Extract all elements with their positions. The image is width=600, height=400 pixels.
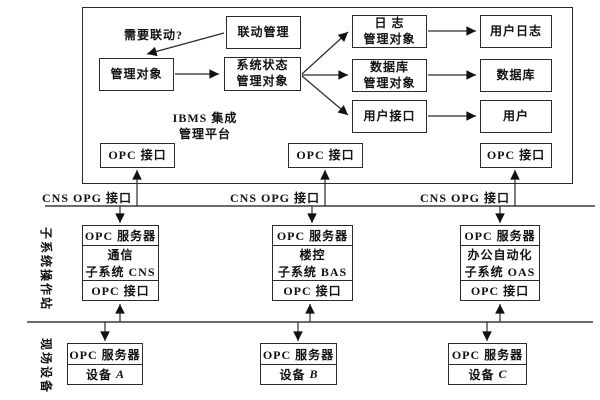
- arrow-sysstate-to-logmgr: [301, 31, 349, 75]
- system-state-managed-object-box: 系统状态 管理对象: [224, 57, 301, 91]
- cns-opg-interface-label-left: CNS OPG 接口: [41, 191, 132, 205]
- linkage-management-box: 联动管理: [226, 16, 301, 49]
- arrow-linkage-to-managed: [146, 32, 225, 57]
- arrow-sysstate-to-userif: [301, 75, 349, 116]
- cns-opg-interface-label-right: CNS OPG 接口: [419, 191, 510, 205]
- device-c-cell: 设备 C: [449, 364, 526, 384]
- ibms-platform-frame: [82, 7, 573, 184]
- opc-interface-cell: OPC 接口: [83, 280, 158, 300]
- cns-opg-interface-label-mid: CNS OPG 接口: [229, 191, 320, 205]
- field-devices-side-label: 现场设备: [39, 338, 53, 395]
- needs-linkage-question-label: 需要联动?: [124, 28, 184, 42]
- subsystem-operation-station-side-label: 子系统操作站: [39, 227, 53, 312]
- device-a-cell: 设备 A: [68, 364, 142, 384]
- subsystem-bas-stack: OPC 服务器 楼控 子系统 BAS OPC 接口: [272, 225, 353, 301]
- device-c-stack: OPC 服务器 设备 C: [448, 343, 527, 385]
- opc-interface-cell: OPC 接口: [461, 280, 539, 300]
- building-subsystem-bas-cell: 楼控 子系统 BAS: [273, 245, 352, 280]
- log-managed-object-box: 日 志 管理对象: [352, 15, 427, 48]
- platform-opc-interface-right-box: OPC 接口: [480, 143, 552, 168]
- platform-opc-interface-left-box: OPC 接口: [100, 143, 175, 168]
- subsystem-cns-stack: OPC 服务器 通信 子系统 CNS OPC 接口: [82, 225, 159, 301]
- database-box: 数据库: [480, 59, 552, 92]
- subsystem-oas-stack: OPC 服务器 办公自动化 子系统 OAS OPC 接口: [460, 225, 540, 301]
- office-automation-subsystem-oas-cell: 办公自动化 子系统 OAS: [461, 245, 539, 280]
- managed-object-box: 管理对象: [99, 58, 174, 91]
- device-b-stack: OPC 服务器 设备 B: [260, 343, 337, 385]
- opc-server-cell: OPC 服务器: [84, 229, 157, 244]
- comm-subsystem-cns-cell: 通信 子系统 CNS: [83, 245, 158, 280]
- ibms-platform-title: IBMS 集成 管理平台: [172, 111, 238, 142]
- opc-server-cell: OPC 服务器: [464, 229, 536, 244]
- device-a-stack: OPC 服务器 设备 A: [67, 343, 143, 385]
- platform-opc-interface-mid-box: OPC 接口: [288, 143, 363, 168]
- database-managed-object-box: 数据库 管理对象: [352, 59, 427, 92]
- opc-interface-cell: OPC 接口: [273, 280, 352, 300]
- user-interface-box: 用户接口: [352, 100, 427, 133]
- opc-server-cell: OPC 服务器: [69, 347, 141, 362]
- device-b-cell: 设备 B: [261, 364, 336, 384]
- opc-server-cell: OPC 服务器: [451, 347, 524, 362]
- opc-server-cell: OPC 服务器: [276, 229, 349, 244]
- user-box: 用户: [480, 100, 552, 133]
- user-log-box: 用户日志: [480, 15, 552, 48]
- opc-server-cell: OPC 服务器: [262, 347, 335, 362]
